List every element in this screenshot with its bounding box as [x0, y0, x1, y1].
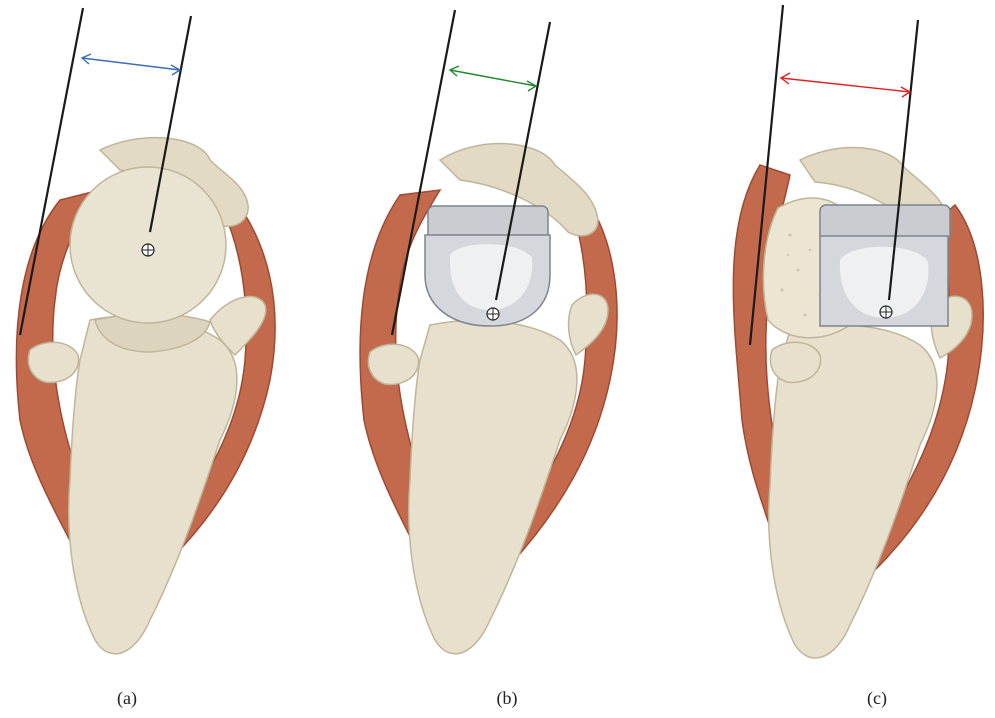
- lever-arm-arrow: [450, 66, 536, 91]
- center-of-rotation-icon: [142, 244, 154, 256]
- caption-c: (c): [847, 688, 907, 709]
- panel-c-illustration: [680, 0, 995, 690]
- lever-arm-arrow: [781, 73, 910, 97]
- panel-b-illustration: [340, 0, 640, 690]
- lever-arm-arrow: [82, 54, 180, 75]
- acromion: [368, 344, 418, 384]
- panel-b: (b): [340, 0, 640, 718]
- panel-a-illustration: [0, 0, 300, 690]
- caption-b: (b): [477, 688, 537, 709]
- panel-a: (a): [0, 0, 300, 718]
- acromion: [28, 342, 78, 382]
- acromion: [770, 342, 820, 382]
- caption-a: (a): [97, 688, 157, 709]
- panel-c: (c): [680, 0, 995, 718]
- center-of-rotation-icon: [487, 308, 499, 320]
- center-of-rotation-icon: [880, 306, 892, 318]
